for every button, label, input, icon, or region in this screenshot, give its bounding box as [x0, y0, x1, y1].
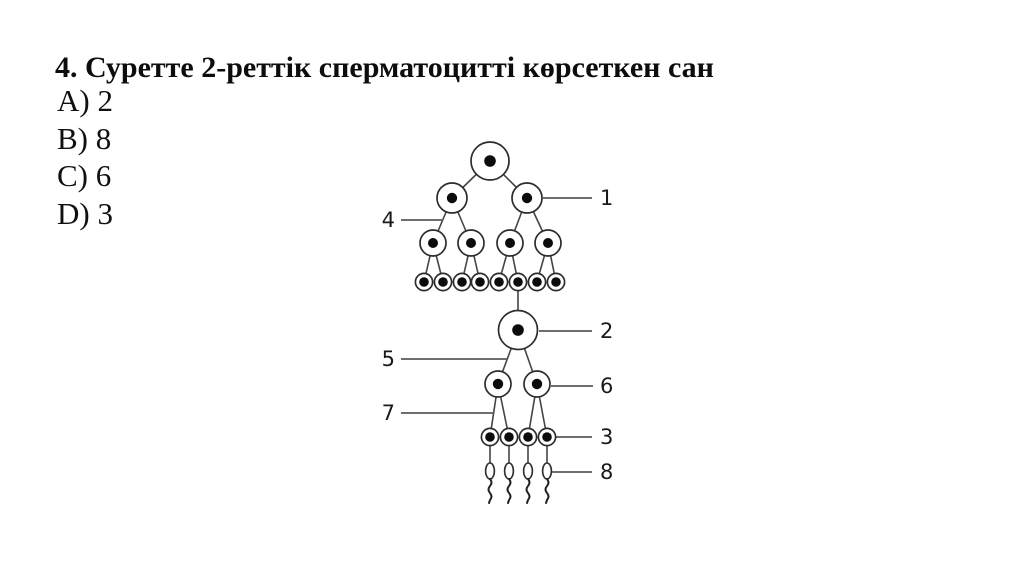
- cell-nucleus: [521, 192, 533, 204]
- option-d: D) 3: [57, 195, 113, 231]
- answer-options: A) 2 B) 8 C) 6 D) 3: [57, 82, 113, 232]
- cell-nucleus: [466, 238, 476, 248]
- diagram-label-7: 7: [382, 401, 395, 425]
- sperm-tail: [544, 478, 550, 504]
- cell: [496, 229, 524, 257]
- sperm-head: [541, 462, 553, 480]
- cell-nucleus: [543, 238, 553, 248]
- diagram-label-2: 2: [600, 319, 613, 343]
- question-title: 4. Суретте 2-реттік сперматоцитті көрсет…: [55, 51, 714, 84]
- spermatogenesis-diagram: 1 4 2 5 6 7 3 8: [382, 141, 614, 504]
- cell-nucleus: [523, 432, 533, 442]
- cell: [497, 309, 539, 351]
- meiosis-section-cells: [480, 309, 557, 447]
- cell-nucleus: [475, 277, 485, 287]
- cell-nucleus: [513, 277, 523, 287]
- sperm-head: [484, 462, 496, 480]
- cell: [419, 229, 447, 257]
- cell-nucleus: [531, 378, 543, 390]
- mitosis-section-cells: [414, 141, 566, 292]
- cell: [511, 182, 543, 214]
- cell-nucleus: [532, 277, 542, 287]
- cell-nucleus: [504, 432, 514, 442]
- cell: [523, 370, 551, 398]
- option-a: A) 2: [57, 83, 113, 118]
- sperm-head: [522, 462, 534, 480]
- cell-nucleus: [438, 277, 448, 287]
- spermatid-row: [480, 427, 557, 447]
- sperm-head: [503, 462, 515, 480]
- diagram-label-6: 6: [600, 374, 613, 398]
- sperm-cell: [522, 462, 534, 504]
- diagram-label-1: 1: [600, 186, 613, 210]
- cell-nucleus: [542, 432, 552, 442]
- cell-nucleus: [512, 324, 524, 336]
- leader-lines: [401, 197, 593, 473]
- cell-nucleus: [457, 277, 467, 287]
- cell: [534, 229, 562, 257]
- sperm-cell: [541, 462, 553, 504]
- option-b: B) 8: [57, 120, 112, 156]
- cell-nucleus: [505, 238, 515, 248]
- cell: [457, 229, 485, 257]
- cell-nucleus: [492, 378, 504, 390]
- small-cell-row: [414, 272, 566, 292]
- sperm-tail: [487, 478, 493, 504]
- diagram-label-5: 5: [382, 347, 395, 371]
- cell: [484, 370, 512, 398]
- cell-nucleus: [494, 277, 504, 287]
- cell: [470, 141, 510, 181]
- diagram-labels: 1 4 2 5 6 7 3 8: [382, 186, 614, 484]
- diagram-label-3: 3: [600, 425, 613, 449]
- cell-nucleus: [446, 192, 458, 204]
- cell-nucleus: [484, 155, 496, 167]
- cell-nucleus: [419, 277, 429, 287]
- sperm-cell: [503, 462, 515, 504]
- sperm-tail: [506, 478, 512, 504]
- cell-nucleus: [551, 277, 561, 287]
- sperm-row: [484, 462, 553, 504]
- option-c: C) 6: [57, 158, 112, 193]
- cell-nucleus: [485, 432, 495, 442]
- diagram-label-8: 8: [600, 460, 613, 484]
- sperm-tail: [525, 478, 531, 504]
- cell: [436, 182, 468, 214]
- diagram-label-4: 4: [382, 208, 395, 232]
- cell-nucleus: [428, 238, 438, 248]
- sperm-cell: [484, 462, 496, 504]
